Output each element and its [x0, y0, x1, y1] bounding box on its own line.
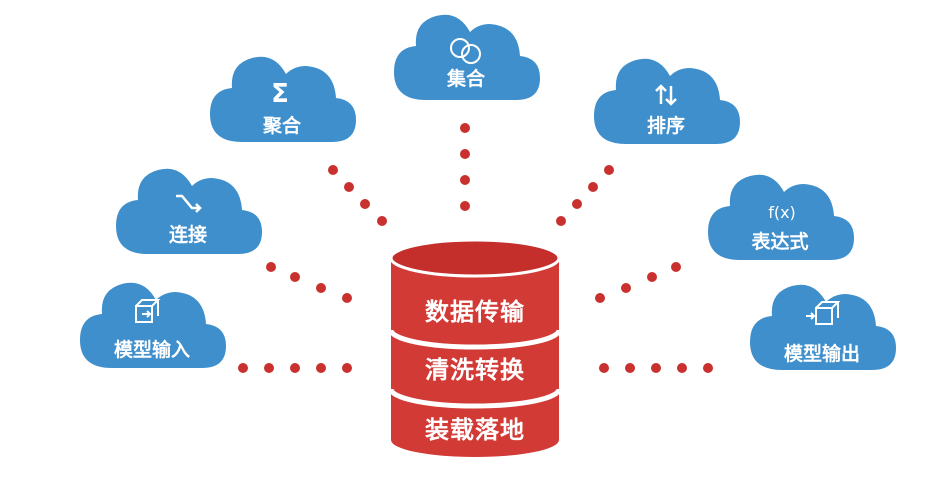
db-layer-data-transfer: 数据传输 [425, 298, 525, 326]
join-arrow-icon [176, 194, 202, 213]
db-layer-load: 装载落地 [425, 416, 525, 444]
cloud-label-juhe: 聚合 [262, 114, 302, 137]
connector-lianjie [266, 262, 352, 303]
cloud-label-moxingshuru: 模型输入 [114, 338, 190, 361]
db-separator-1 [388, 329, 562, 350]
connector-moxingshuchu [599, 363, 713, 373]
cloud-moxingshuru: 模型输入 [80, 282, 226, 368]
connectors [238, 123, 713, 373]
cloud-label-paixu: 排序 [647, 114, 685, 137]
venn-icon [450, 38, 481, 64]
cloud-biaodashi: f(x) 表达式 [708, 174, 854, 260]
cloud-lianjie: 连接 [116, 168, 262, 254]
connector-juhe [328, 165, 387, 226]
connector-paixu [556, 165, 614, 226]
cloud-label-moxingshuchu: 模型输出 [784, 342, 860, 365]
db-separator-2 [388, 388, 562, 409]
cloud-label-biaodashi: 表达式 [751, 230, 808, 253]
function-icon: f(x) [768, 203, 796, 222]
cloud-moxingshuchu: 模型输出 [750, 284, 896, 370]
db-layer-cleaning-transform: 清洗转换 [425, 356, 525, 384]
cloud-jihe: 集合 [394, 14, 540, 100]
sort-arrows-icon [655, 84, 677, 106]
box-in-icon [135, 299, 161, 323]
sigma-icon: Σ [271, 79, 289, 109]
cloud-label-jihe: 集合 [446, 67, 486, 90]
database-cylinder: 数据传输 清洗转换 装载落地 [388, 238, 562, 457]
cloud-paixu: 排序 [594, 58, 740, 144]
box-out-icon [806, 301, 841, 325]
connector-moxingshuru [238, 363, 352, 373]
connector-biaodashi [595, 262, 681, 303]
cloud-label-lianjie: 连接 [169, 223, 207, 246]
cloud-juhe: Σ 聚合 [210, 56, 356, 142]
connector-jihe [460, 123, 470, 211]
